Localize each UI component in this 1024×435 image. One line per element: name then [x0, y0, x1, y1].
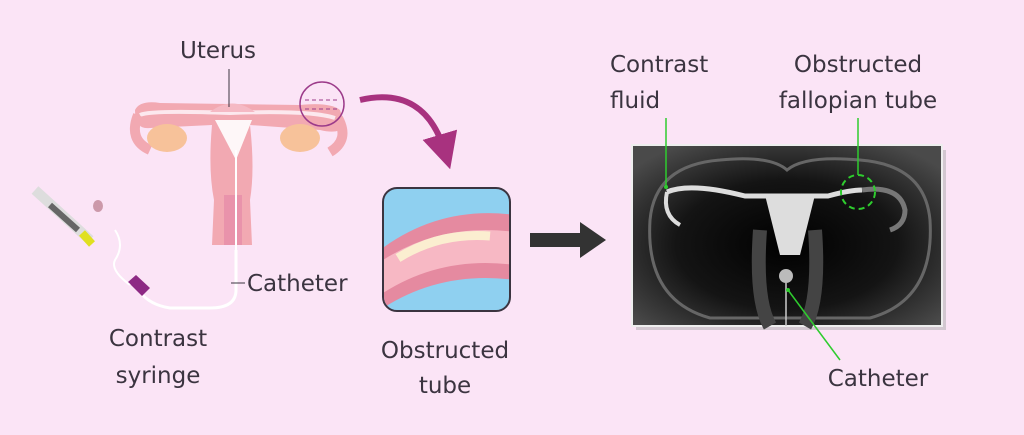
- hysterosalpingogram-xray: [631, 118, 946, 361]
- uterus-illustration: [128, 69, 348, 310]
- label-contrast-fluid-1: Contrast: [610, 52, 708, 78]
- obstructed-tube-illustration: [382, 187, 511, 312]
- label-obstructed-tube-1: Obstructed: [381, 338, 509, 364]
- right-arrow-icon: [530, 222, 606, 258]
- zoom-circle-icon: [299, 81, 345, 127]
- label-contrast-fluid-2: fluid: [610, 88, 660, 114]
- label-contrast-syringe-1: Contrast: [109, 326, 207, 352]
- label-catheter-left: Catheter: [247, 271, 348, 297]
- label-obstructed-tube-2: tube: [419, 373, 471, 399]
- syringe-icon: [31, 186, 131, 286]
- label-contrast-syringe-2: syringe: [116, 363, 201, 389]
- label-catheter-right: Catheter: [828, 366, 929, 392]
- label-obstructed-fallopian-1: Obstructed: [794, 52, 922, 78]
- label-obstructed-fallopian-2: fallopian tube: [779, 88, 937, 114]
- label-uterus: Uterus: [180, 38, 256, 64]
- curved-arrow: [359, 94, 458, 170]
- obstruction-marker: [840, 174, 876, 210]
